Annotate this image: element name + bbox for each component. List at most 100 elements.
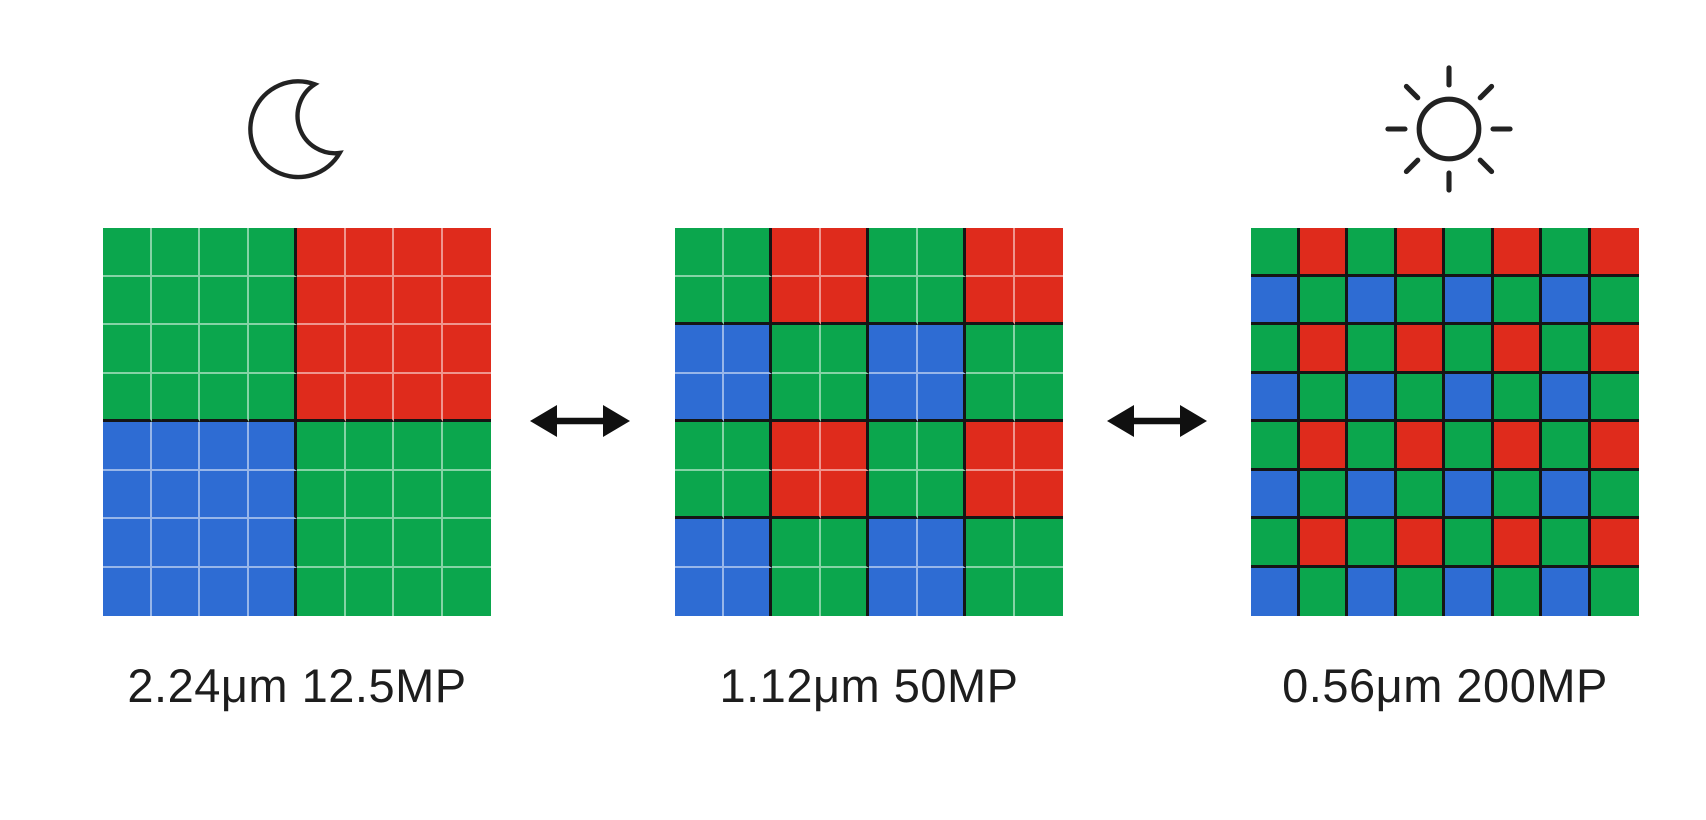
pixel-cell (297, 373, 346, 422)
pixel-cell (1542, 519, 1591, 568)
pixel-cell (297, 276, 346, 325)
pixel-cell (1493, 567, 1542, 616)
double-arrow-left-svg (530, 405, 630, 437)
pixel-cell (151, 276, 200, 325)
pixel-cell (772, 422, 821, 471)
sensor-grid-50mp (675, 228, 1063, 616)
pixel-cell (394, 422, 443, 471)
pixel-cell (1251, 519, 1300, 568)
pixel-cell (723, 422, 772, 471)
pixel-cell (772, 228, 821, 277)
pixel-cell (200, 325, 249, 374)
pixel-cell (917, 276, 966, 325)
pixel-cell (1542, 567, 1591, 616)
pixel-cell (1493, 470, 1542, 519)
pixel-cell (869, 373, 918, 422)
pixel-cell (820, 373, 869, 422)
pixel-cell (869, 276, 918, 325)
pixel-cell (723, 470, 772, 519)
pixel-cell (1445, 276, 1494, 325)
pixel-cell (675, 470, 724, 519)
pixel-cell (248, 325, 297, 374)
pixel-cell (103, 276, 152, 325)
pixel-cell (820, 422, 869, 471)
pixel-cell (820, 470, 869, 519)
pixel-cell (675, 325, 724, 374)
pixel-cell (1299, 470, 1348, 519)
pixel-cell (772, 567, 821, 616)
pixel-cell (1493, 519, 1542, 568)
pixel-cell (394, 228, 443, 277)
pixel-cell (820, 325, 869, 374)
pixel-cell (723, 373, 772, 422)
pixel-cell (248, 228, 297, 277)
pixel-cell (200, 422, 249, 471)
pixel-cell (1396, 470, 1445, 519)
pixel-cell (1542, 422, 1591, 471)
pixel-cell (966, 373, 1015, 422)
pixel-cell (1590, 422, 1639, 471)
pixel-cell (345, 276, 394, 325)
pixel-cell (1590, 519, 1639, 568)
pixel-cell (1445, 373, 1494, 422)
pixel-cell (917, 422, 966, 471)
pixel-cell (675, 228, 724, 277)
pixel-cell (966, 422, 1015, 471)
pixel-cell (248, 519, 297, 568)
moon-icon-svg (248, 79, 344, 180)
pixel-cell (723, 228, 772, 277)
pixel-cell (345, 567, 394, 616)
pixel-cell (1396, 422, 1445, 471)
pixel-cell (1396, 276, 1445, 325)
pixel-cell (1348, 276, 1397, 325)
pixel-cell (345, 519, 394, 568)
pixel-cell (248, 567, 297, 616)
pixel-cell (820, 276, 869, 325)
pixel-cell (1348, 519, 1397, 568)
pixel-cell (820, 567, 869, 616)
pixel-cell (200, 567, 249, 616)
pixel-cell (966, 276, 1015, 325)
pixel-cell (297, 470, 346, 519)
pixel-cell (869, 422, 918, 471)
pixel-cell (151, 325, 200, 374)
pixel-cell (1348, 325, 1397, 374)
pixel-cell (103, 567, 152, 616)
pixel-cell (1493, 373, 1542, 422)
double-arrow-right-svg (1107, 405, 1207, 437)
pixel-cell (869, 470, 918, 519)
pixel-cell (442, 228, 491, 277)
pixel-cell (248, 276, 297, 325)
pixel-cell (345, 228, 394, 277)
pixel-cell (442, 422, 491, 471)
pixel-cell (394, 470, 443, 519)
pixel-cell (442, 325, 491, 374)
pixel-cell (675, 373, 724, 422)
pixel-cell (442, 470, 491, 519)
pixel-cell (723, 276, 772, 325)
pixel-cell (1299, 228, 1348, 277)
pixel-cell (1396, 519, 1445, 568)
pixel-cell (917, 228, 966, 277)
pixel-cell (103, 373, 152, 422)
pixel-cell (297, 325, 346, 374)
pixel-size-label-12mp: 2.24μm 12.5MP (127, 659, 467, 712)
pixel-cell (1445, 325, 1494, 374)
pixel-cell (723, 567, 772, 616)
pixel-cell (917, 373, 966, 422)
pixel-cell (200, 470, 249, 519)
pixel-cell (345, 325, 394, 374)
pixel-cell (1251, 422, 1300, 471)
pixel-cell (1251, 228, 1300, 277)
pixel-cell (966, 519, 1015, 568)
pixel-cell (723, 325, 772, 374)
pixel-cell (1542, 276, 1591, 325)
pixel-cell (1299, 519, 1348, 568)
pixel-cell (394, 276, 443, 325)
pixel-cell (1299, 276, 1348, 325)
pixel-size-label-200mp: 0.56μm 200MP (1282, 659, 1608, 712)
pixel-cell (1014, 519, 1063, 568)
pixel-cell (869, 228, 918, 277)
pixel-cell (820, 228, 869, 277)
